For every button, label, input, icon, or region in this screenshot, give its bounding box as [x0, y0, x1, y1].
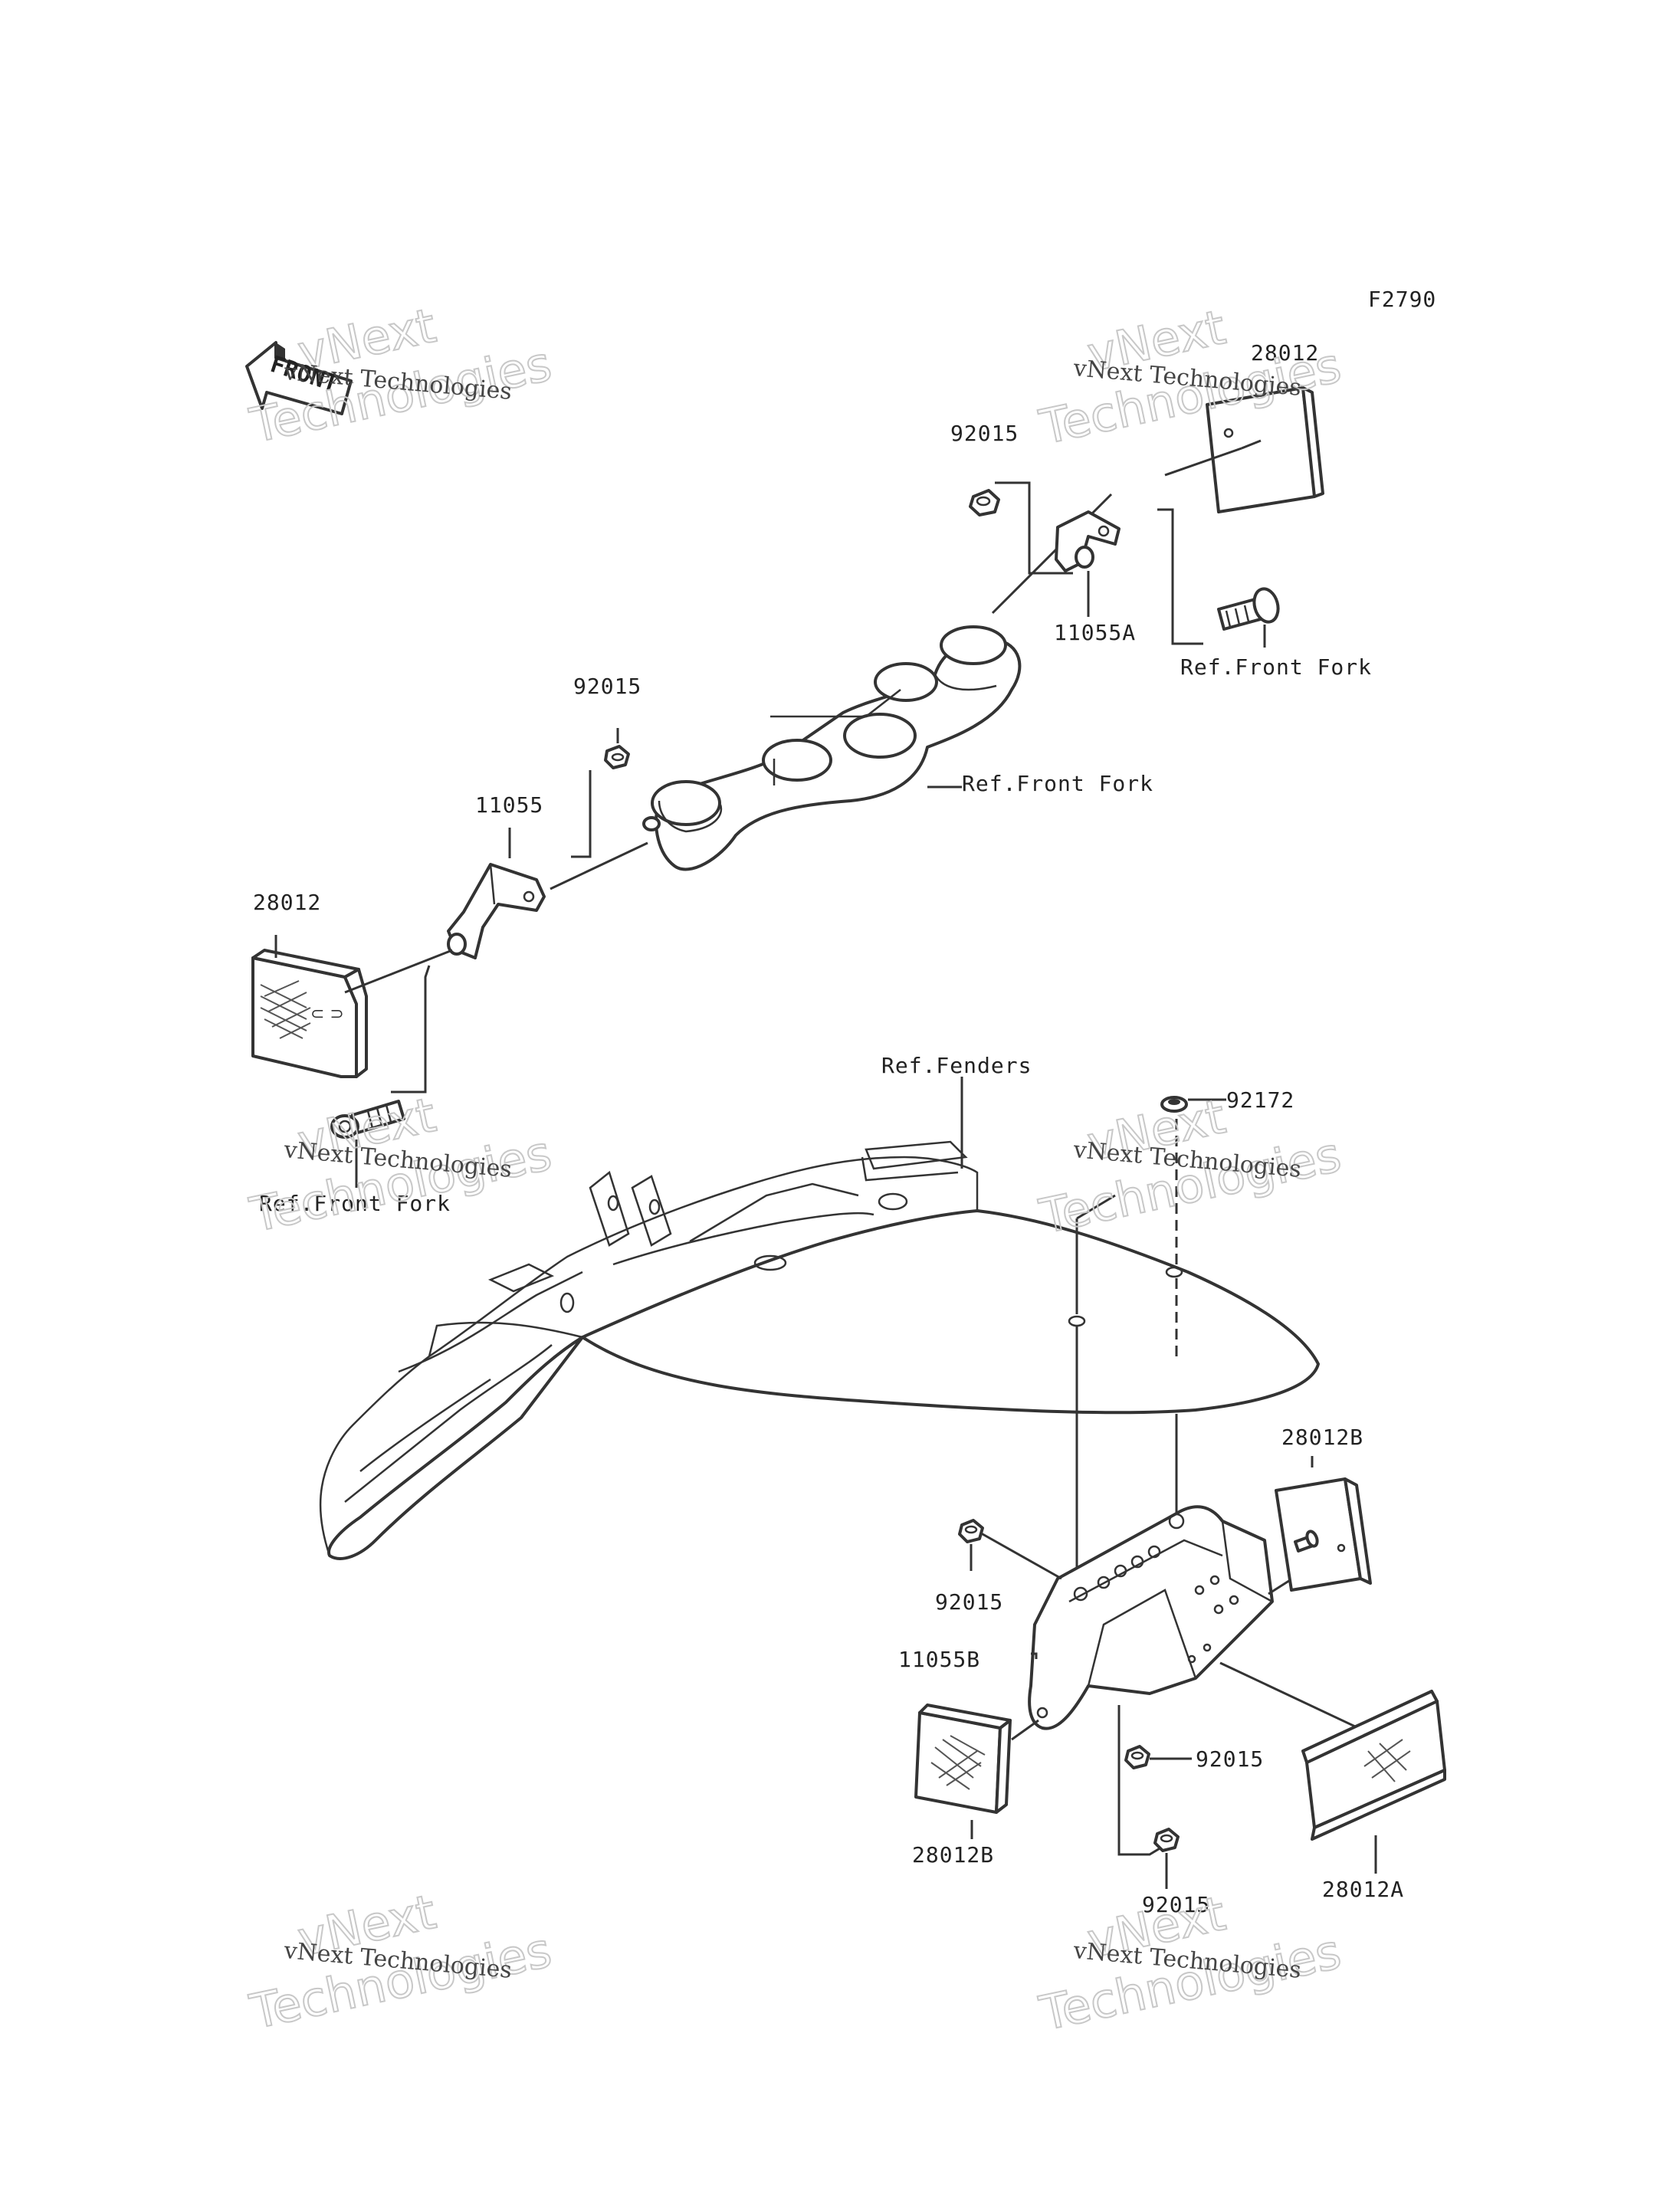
label-11055B: 11055B [898, 1647, 980, 1672]
label-28012B-bottom: 28012B [912, 1842, 994, 1867]
bracket-11055B [1028, 1505, 1274, 1730]
label-28012B-right: 28012B [1281, 1425, 1363, 1450]
label-92015-mid: 92015 [573, 674, 641, 699]
label-28012A: 28012A [1322, 1877, 1404, 1902]
reflector-28012B-bottom [914, 1703, 1012, 1814]
reflector-28012-left: ⊂ ⊃ [251, 949, 368, 1078]
label-92015-low-right: 92015 [1196, 1746, 1264, 1772]
svg-text:⊂ ⊃: ⊂ ⊃ [310, 1005, 344, 1024]
bracket-11055 [447, 863, 546, 959]
nut-92015-top [969, 489, 1000, 516]
grommet-92172 [1160, 1096, 1188, 1113]
bracket-11055A [1055, 510, 1121, 572]
label-28012-left: 28012 [253, 890, 321, 915]
label-ref-front-fork-c: Ref.Front Fork [259, 1191, 451, 1216]
label-92015-low-left: 92015 [935, 1589, 1003, 1615]
label-92015-bottom: 92015 [1142, 1892, 1210, 1917]
figure-code: F2790 [1368, 287, 1436, 312]
rear-fender [319, 1140, 1320, 1560]
nut-92015-bottom [1153, 1828, 1180, 1852]
reflector-28012B-right [1275, 1477, 1372, 1592]
bolt-right [1294, 1530, 1319, 1553]
bolt-lower-left [330, 1100, 405, 1139]
label-ref-front-fork-a: Ref.Front Fork [1180, 654, 1372, 680]
label-ref-front-fork-b: Ref.Front Fork [962, 771, 1153, 796]
bolt-upper-right [1217, 587, 1280, 631]
reflector-28012-top [1206, 386, 1324, 513]
nut-92015-low-right [1124, 1745, 1150, 1769]
label-ref-fenders: Ref.Fenders [881, 1053, 1032, 1078]
nut-92015-low-left [958, 1519, 984, 1543]
triple-clamp [642, 625, 1022, 871]
label-92172: 92172 [1226, 1087, 1294, 1113]
label-11055: 11055 [475, 792, 543, 818]
nut-92015-mid [604, 745, 630, 769]
reflector-28012A [1301, 1690, 1446, 1841]
label-28012-top: 28012 [1251, 340, 1319, 366]
label-92015-top: 92015 [950, 421, 1019, 446]
label-11055A: 11055A [1054, 620, 1136, 645]
